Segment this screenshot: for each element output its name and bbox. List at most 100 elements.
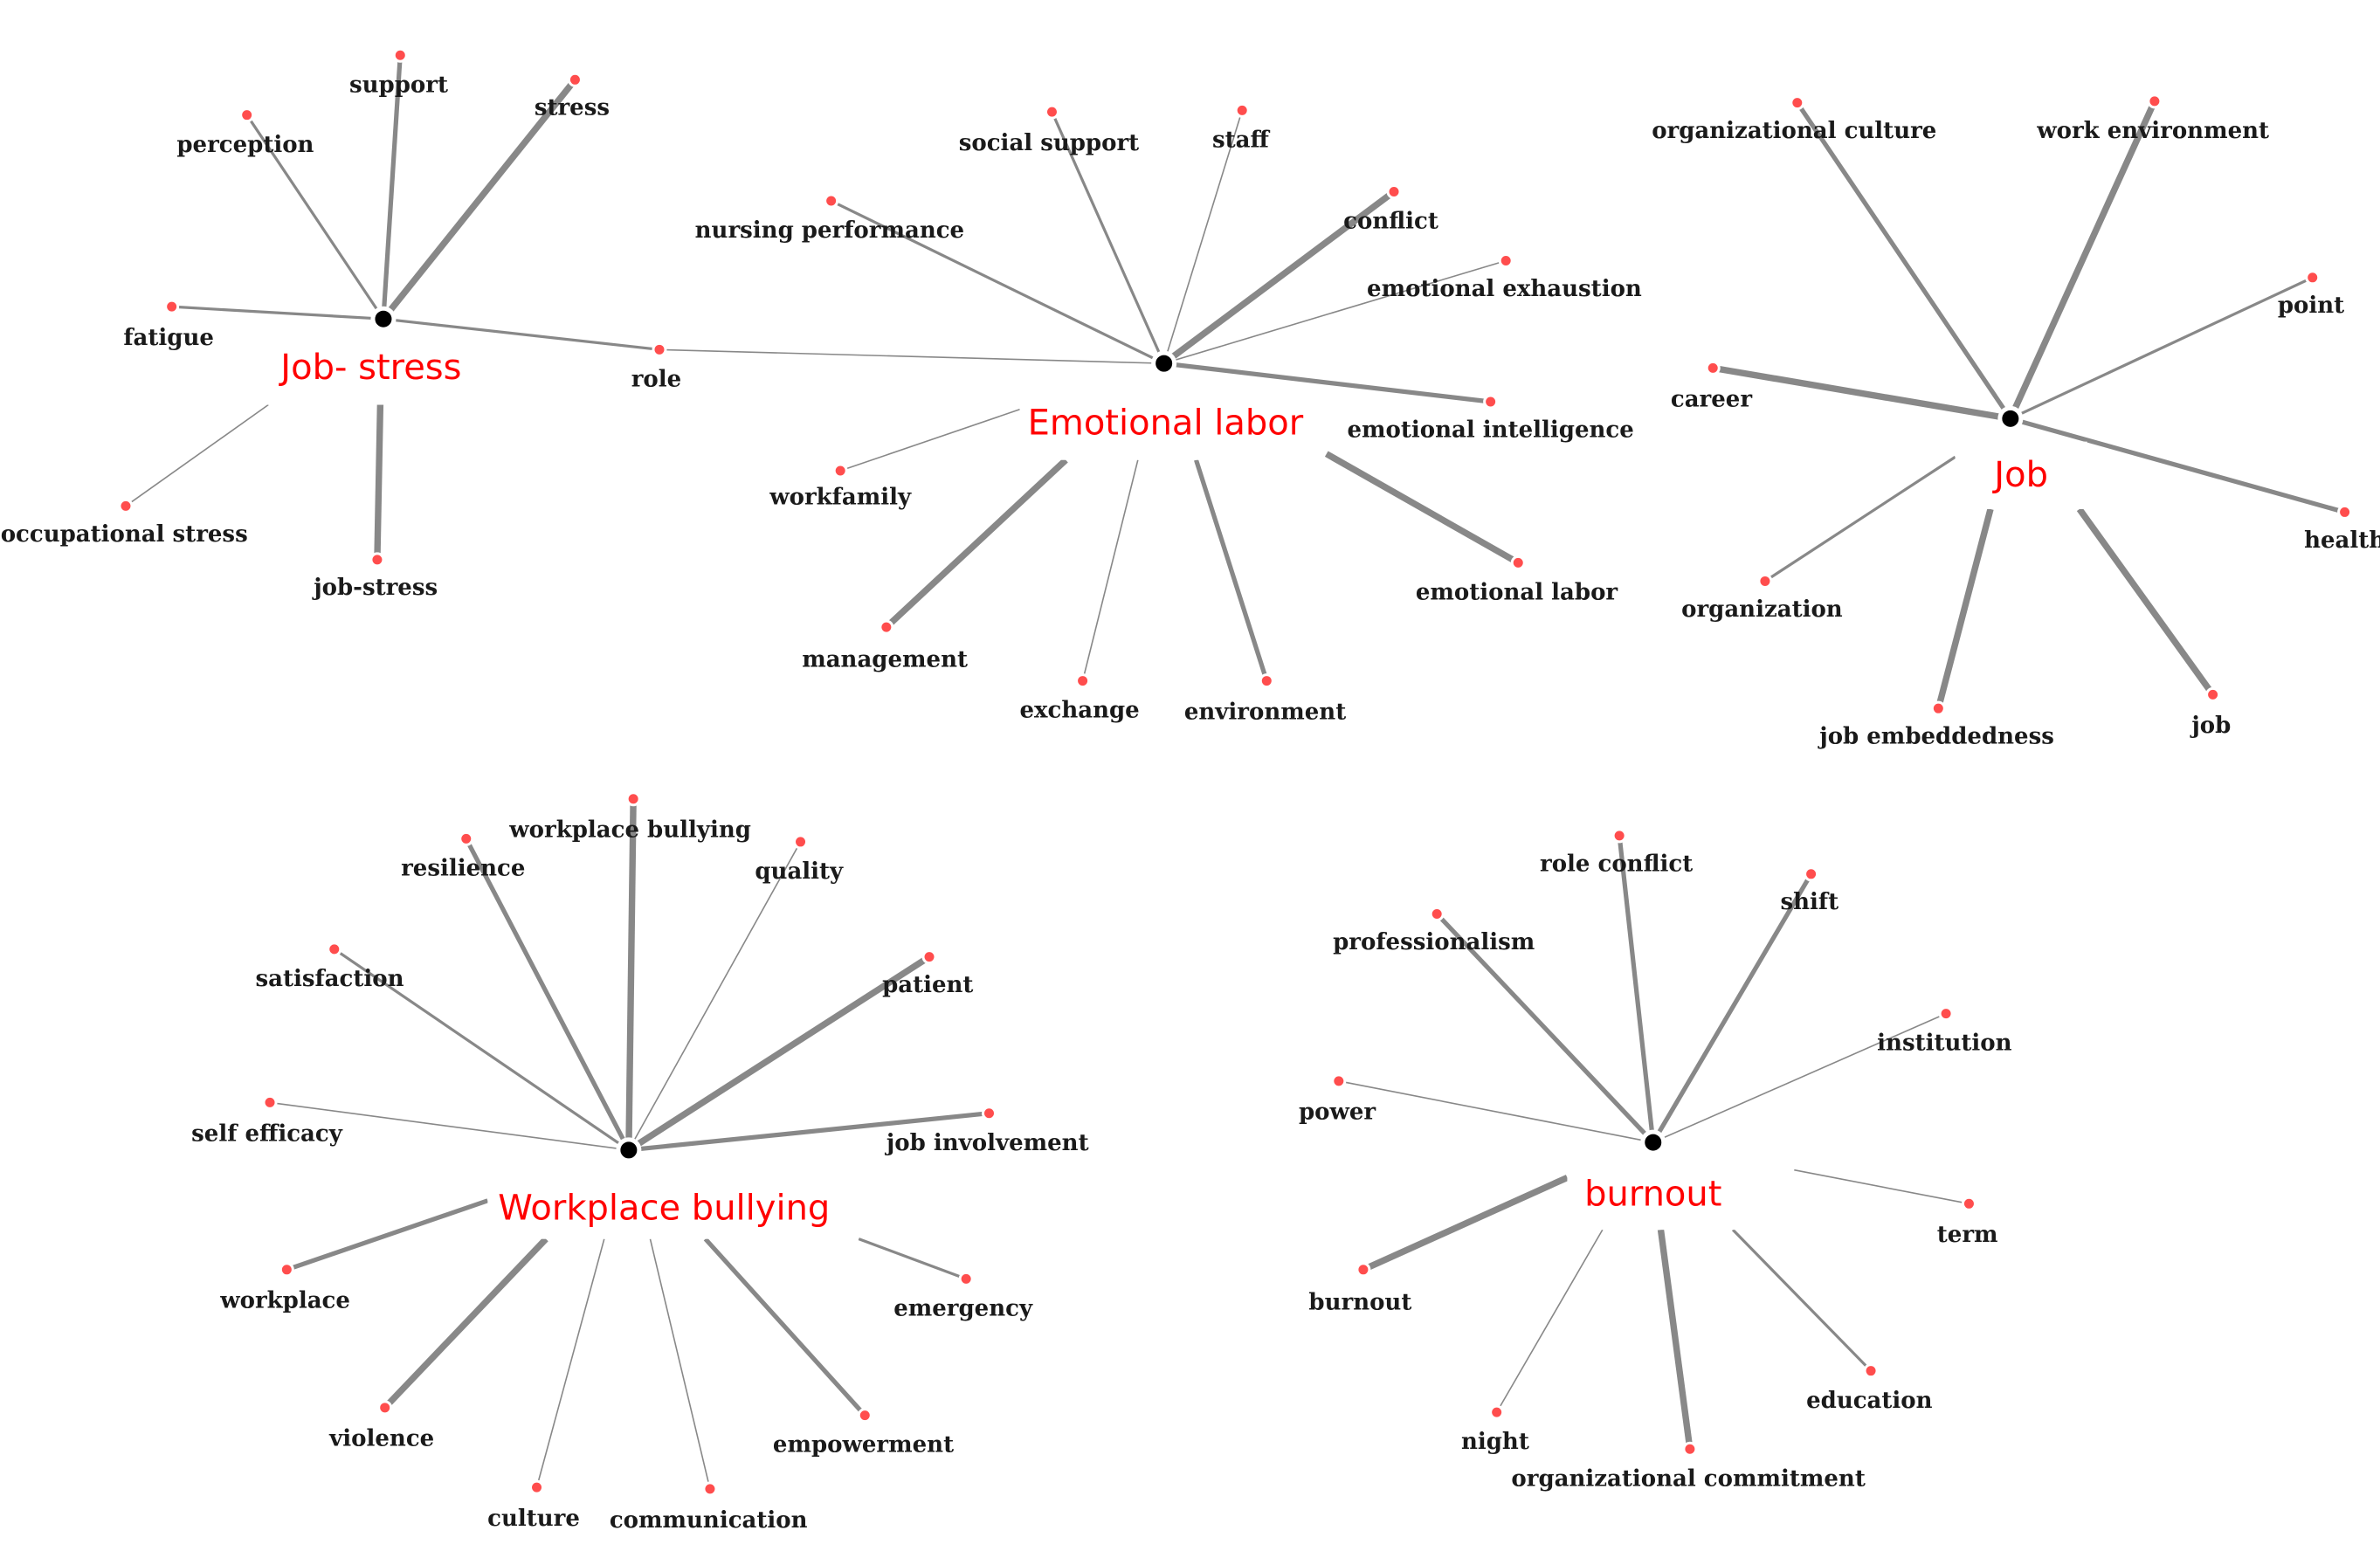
keyword-node-support [392,47,408,63]
keyword-node-communication [702,1481,718,1497]
keyword-label-social-support: social support [959,130,1139,156]
edge-workplace-bullying-patient [626,954,932,1153]
hub-label-job: Job [1991,455,2048,495]
edges-layer [125,55,2346,1490]
keyword-node-emotional-labor [1510,555,1526,570]
keyword-node-job-involvement [981,1106,997,1121]
keyword-node-social-support [1044,104,1059,120]
keyword-label-nursing-performance: nursing performance [695,217,964,244]
edge-burnout-power [1338,1080,1653,1143]
keyword-node-professionalism [1429,906,1445,921]
edge-job-stress-occupational-stress [125,403,269,507]
keyword-label-support: support [349,72,448,98]
keyword-label-exchange: exchange [1019,698,1139,724]
keyword-label-satisfaction: satisfaction [255,966,404,992]
keyword-node-organizational-culture [1790,95,1805,111]
keyword-node-point [2305,270,2321,286]
edge-workplace-bullying-resilience [464,838,631,1152]
keyword-node-satisfaction [327,941,342,957]
edge-job-job-embeddedness [1935,507,1994,710]
keyword-node-culture [529,1479,545,1495]
keyword-label-emotional-exhaustion: emotional exhaustion [1367,276,1642,302]
nodes-layer [118,47,2353,1497]
keyword-label-empowerment: empowerment [773,1432,954,1458]
keyword-label-job: job [2190,713,2231,739]
keyword-node-workplace-bullying [625,791,641,807]
keyword-node-work-environment [2147,93,2163,109]
keyword-label-job-stress: job-stress [312,575,438,601]
keyword-label-environment: environment [1184,699,1346,725]
hub-label-workplace-bullying: Workplace bullying [498,1188,830,1228]
keyword-label-organization: organization [1681,596,1843,623]
edge-workplace-bullying-workplace [286,1198,489,1272]
keyword-node-emotional-intelligence [1483,394,1499,410]
keyword-label-education: education [1806,1388,1933,1414]
edge-job-stress-role [383,317,660,351]
edge-burnout-role-conflict [1617,835,1656,1143]
edge-job-organizational-culture [1795,101,2013,420]
keyword-node-job-embeddedness [1930,700,1946,716]
keyword-label-work-environment: work environment [2036,118,2269,144]
edge-workplace-bullying-quality [628,841,802,1151]
edge-job-stress-support [381,55,403,320]
keyword-node-management [879,619,894,635]
hub-node-job-stress [370,306,397,332]
edge-job-organization [1764,455,1956,583]
keyword-node-power [1331,1073,1347,1089]
edge-emotional-labor-staff [1162,110,1243,364]
keyword-label-occupational-stress: occupational stress [1,521,248,548]
keyword-node-job [2205,686,2221,702]
keyword-label-emotional-labor: emotional labor [1416,579,1618,605]
keyword-node-role [652,341,667,357]
hub-label-background-job-stress [263,340,479,405]
keyword-label-role: role [631,366,681,392]
keyword-node-organization [1757,573,1773,589]
keyword-label-conflict: conflict [1343,209,1438,235]
hub-label-job-stress: Job- stress [278,348,461,388]
keyword-node-burnout [1356,1262,1371,1278]
edge-workplace-bullying-job-involvement [628,1111,990,1153]
keyword-label-career: career [1671,386,1752,412]
keyword-label-professionalism: professionalism [1333,929,1535,955]
edge-burnout-burnout [1362,1175,1569,1273]
edge-job-point [2010,276,2314,420]
keyword-label-resilience: resilience [401,856,525,882]
keyword-node-workfamily [832,463,848,479]
keyword-label-quality: quality [755,858,844,885]
keyword-node-shift [1804,866,1819,882]
keyword-label-power: power [1299,1100,1376,1126]
keyword-label-patient: patient [882,972,973,998]
edge-job-stress-job-stress [374,401,384,560]
keyword-node-institution [1938,1006,1954,1022]
labels-layer: supportstressperceptionfatigueroleoccupa… [1,72,2380,1533]
edge-burnout-institution [1652,1012,1947,1143]
edge-workplace-bullying-workplace-bullying [625,798,637,1150]
keyword-node-emotional-exhaustion [1498,252,1514,268]
keyword-label-organizational-culture: organizational culture [1652,118,1936,144]
edge-emotional-labor-exchange [1081,459,1139,681]
keyword-node-term [1961,1196,1976,1211]
keyword-node-emergency [958,1271,974,1286]
keyword-node-empowerment [857,1408,873,1424]
edge-role-emotional-labor [659,348,1164,364]
hub-node-emotional-labor [1151,350,1177,376]
keyword-node-education [1863,1363,1879,1379]
keyword-label-job-embeddedness: job embeddedness [1818,724,2054,750]
keyword-label-role-conflict: role conflict [1540,851,1693,877]
keyword-node-self-efficacy [262,1094,278,1110]
edge-burnout-education [1731,1229,1873,1372]
edge-emotional-labor-management [884,458,1068,630]
edge-burnout-organizational-commitment [1657,1229,1694,1450]
edge-emotional-labor-emotional-intelligence [1163,361,1491,404]
edge-emotional-labor-emotional-labor [1324,451,1521,566]
edge-emotional-labor-environment [1194,458,1269,682]
keyword-label-workfamily: workfamily [769,485,912,511]
hub-node-burnout [1640,1129,1666,1155]
edge-job-work-environment [2007,100,2158,420]
edge-workplace-bullying-empowerment [703,1237,867,1417]
edge-job-job [2076,507,2216,697]
keyword-node-environment [1259,673,1274,689]
hub-node-job [1997,405,2024,431]
edge-workplace-bullying-emergency [858,1238,967,1280]
